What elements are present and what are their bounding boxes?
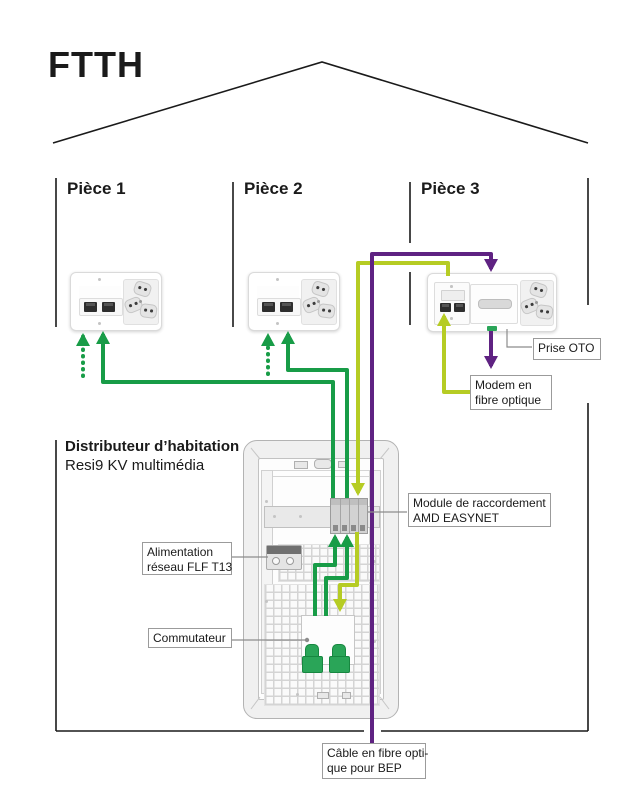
label-cable-bep-line2: que pour BEP [327, 761, 402, 775]
flf-t13-power-device [266, 545, 302, 570]
wall-outlet-room2 [248, 272, 340, 331]
label-module-raccordement: Module de raccordement AMD EASYNET [408, 493, 551, 527]
cabinet-frame-line [262, 470, 380, 471]
screw-dot [299, 515, 302, 518]
label-alimentation: Alimentation réseau FLF T13 [142, 542, 232, 575]
cabinet-vent-mark [294, 461, 308, 469]
wall-outlet-room1 [70, 272, 162, 331]
label-commutateur: Commutateur [148, 628, 232, 648]
wall-outlet-room3-oto [427, 273, 557, 332]
screw-dot [317, 300, 320, 303]
room-label-piece1: Pièce 1 [67, 179, 126, 198]
socket-clover-icon [317, 302, 336, 320]
module-divider [340, 499, 341, 533]
power-socket-triple [122, 279, 159, 325]
rj45-jack-icon [454, 303, 465, 312]
screw-dot [276, 278, 279, 281]
amd-easynet-module [330, 498, 368, 534]
rj45-jack-icon [262, 302, 275, 312]
green-plug-icon [302, 656, 323, 673]
rj45-jack-icon [102, 302, 115, 312]
oto-slot-icon [478, 299, 512, 309]
screw-dot [296, 693, 299, 696]
socket-clover-icon [132, 279, 153, 299]
flf-socket-hole [272, 557, 280, 565]
data-jack-module [434, 282, 470, 325]
fiber-connector-stub [487, 326, 497, 331]
module-divider [349, 499, 350, 533]
label-modem-line2: fibre optique [475, 393, 542, 407]
module-divider [358, 499, 359, 533]
rj45-jack-icon [280, 302, 293, 312]
cabinet-logo-mark [314, 459, 332, 469]
screw-dot [373, 640, 376, 643]
distributor-name: Distributeur d’habitation [65, 438, 240, 455]
screw-dot [276, 322, 279, 325]
socket-clover-icon [535, 303, 554, 321]
module-terminal [333, 525, 338, 531]
label-modem: Modem en fibre optique [470, 375, 552, 410]
room-label-piece3: Pièce 3 [421, 179, 480, 198]
label-window [441, 290, 465, 301]
socket-clover-icon [528, 280, 549, 300]
flf-socket-hole [286, 557, 294, 565]
oto-fiber-module [470, 284, 518, 324]
screw-dot [265, 600, 268, 603]
page-title: FTTH [48, 44, 144, 85]
room-label-piece2: Pièce 2 [244, 179, 303, 198]
label-modem-line1: Modem en [475, 378, 532, 392]
rj45-module [79, 298, 123, 316]
cabinet-vent-mark [338, 461, 346, 468]
screw-dot [450, 317, 453, 320]
module-terminal [342, 525, 347, 531]
screw-dot [265, 500, 268, 503]
screw-dot [450, 285, 453, 288]
label-module-line2: AMD EASYNET [413, 511, 500, 525]
rj45-jack-icon [440, 303, 451, 312]
cabinet-frame-line [262, 476, 380, 477]
cabinet-vent-mark [317, 692, 329, 699]
screw-dot [535, 301, 538, 304]
rj45-module [257, 298, 301, 316]
socket-clover-icon [310, 279, 331, 299]
module-terminal [351, 525, 356, 531]
screw-dot [273, 515, 276, 518]
distributor-model: Resi9 KV multimédia [65, 457, 205, 474]
green-plug-icon [329, 656, 350, 673]
power-socket-triple [518, 280, 554, 326]
screw-dot [98, 278, 101, 281]
label-cable-bep-line1: Câble en fibre opti- [327, 746, 429, 760]
label-cable-bep: Câble en fibre opti- que pour BEP [322, 743, 429, 779]
flf-terminal-band [267, 546, 301, 554]
label-commutateur-text: Commutateur [153, 631, 226, 645]
module-terminal [360, 525, 365, 531]
cabinet-vent-mark [342, 692, 351, 699]
screw-dot [98, 322, 101, 325]
screw-dot [139, 300, 142, 303]
label-prise-oto: Prise OTO [533, 338, 601, 360]
label-module-line1: Module de raccordement [413, 496, 546, 510]
label-prise-oto-text: Prise OTO [538, 341, 595, 355]
screw-dot [373, 560, 376, 563]
rj45-jack-icon [84, 302, 97, 312]
label-alimentation-line1: Alimentation [147, 545, 214, 559]
power-socket-triple [300, 279, 337, 325]
socket-clover-icon [139, 302, 158, 320]
label-alimentation-line2: réseau FLF T13 [147, 560, 233, 574]
